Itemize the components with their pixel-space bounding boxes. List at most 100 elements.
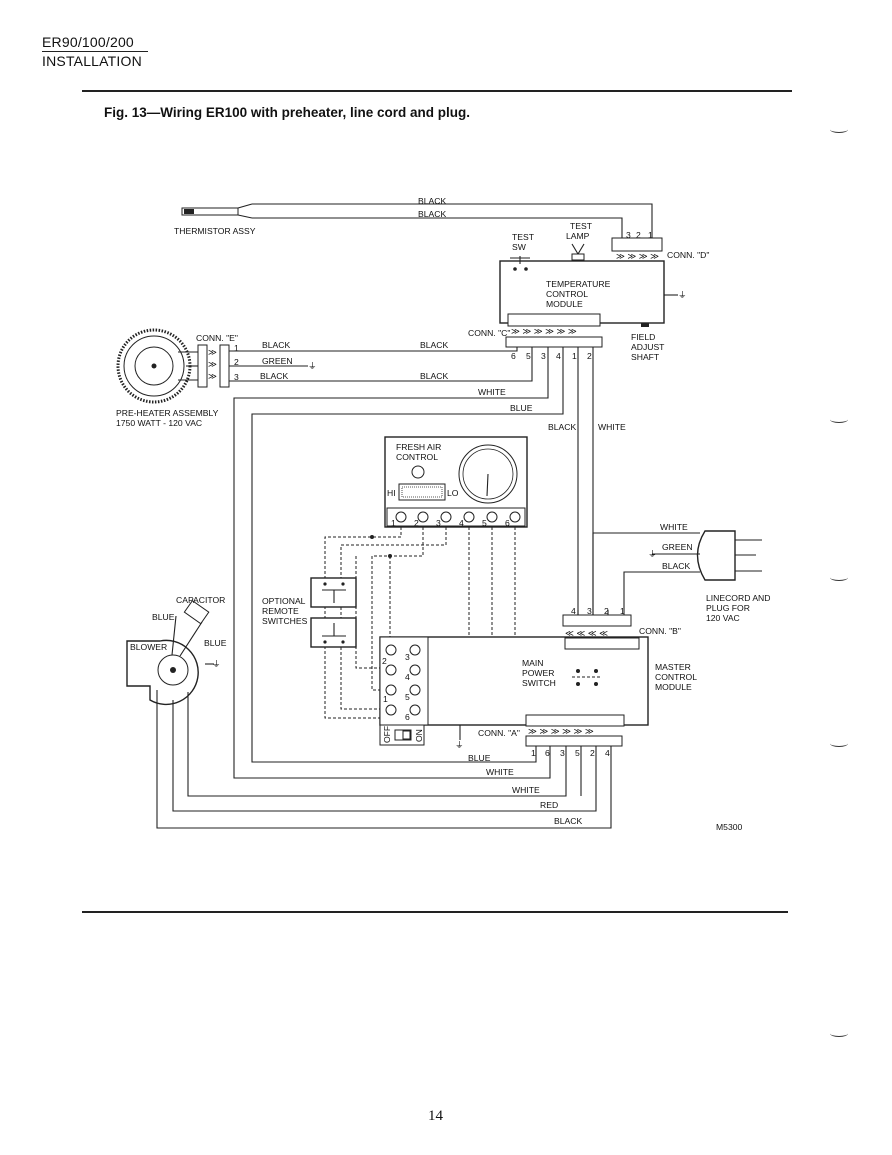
figure-caption: Fig. 13—Wiring ER100 with preheater, lin… <box>104 105 470 120</box>
conn-a-label: CONN. "A" <box>478 728 520 738</box>
conn-d-pin: 3 <box>626 230 631 240</box>
fresh-air-pin: 2 <box>414 518 419 528</box>
wire-label-blue: BLUE <box>468 753 491 763</box>
preheater-label: 1750 WATT - 120 VAC <box>116 418 202 428</box>
conn-c-pin: 5 <box>526 351 531 361</box>
preheater-assembly: PRE-HEATER ASSEMBLY 1750 WATT - 120 VAC … <box>116 328 239 428</box>
fresh-air-label: FRESH AIR <box>396 442 441 452</box>
ground-symbol: ⏚ <box>212 659 221 669</box>
header-divider <box>42 51 148 52</box>
wire-label-black: BLACK <box>260 371 288 381</box>
conn-c-pin: 3 <box>541 351 546 361</box>
fresh-air-pin: 6 <box>505 518 510 528</box>
wire-label-white: WHITE <box>478 387 506 397</box>
conn-e-pin: 2 <box>234 357 239 367</box>
optional-label: OPTIONAL <box>262 596 306 606</box>
master-term-pin: 1 <box>383 694 388 704</box>
test-switch-contact <box>524 267 528 271</box>
main-power-label: MAIN <box>522 658 543 668</box>
conn-d-pin: 2 <box>636 230 641 240</box>
conn-c-pin: 1 <box>572 351 577 361</box>
wire-label-white: WHITE <box>486 767 514 777</box>
conn-b-chevrons: ≪ ≪ ≪ ≪ <box>565 628 608 638</box>
wire-label-blue: BLUE <box>152 612 175 622</box>
top-rule <box>82 90 792 92</box>
field-adjust-label: SHAFT <box>631 352 660 362</box>
linecord-label: PLUG FOR <box>706 603 750 613</box>
wire-label-black: BLACK <box>420 371 448 381</box>
lo-label: LO <box>447 488 459 498</box>
wire-label-blue: BLUE <box>510 403 533 413</box>
field-adjust-label: ADJUST <box>631 342 665 352</box>
header-section: INSTALLATION <box>42 53 142 69</box>
fresh-air-pin: 1 <box>391 518 396 528</box>
conn-e-chevron: ≫ <box>208 347 217 357</box>
wire-label-black: BLACK <box>418 196 446 206</box>
fresh-air-control: FRESH AIR CONTROL HI LO 1 2 3 4 5 6 <box>384 436 528 528</box>
wire-label-blue: BLUE <box>204 638 227 648</box>
wire-label-black: BLACK <box>262 340 290 350</box>
conn-b-pin: 4 <box>571 606 576 616</box>
wire-label-black: BLACK <box>554 816 582 826</box>
page-number: 14 <box>428 1108 443 1124</box>
conn-e-pin: 3 <box>234 372 239 382</box>
conn-d-pin: 1 <box>648 230 653 240</box>
conn-b-pin: 3 <box>587 606 592 616</box>
conn-e-chevron: ≫ <box>208 359 217 369</box>
conn-c-pin: 4 <box>556 351 561 361</box>
ground-symbol: ⏚ <box>455 740 464 750</box>
master-term-pin: 6 <box>405 712 410 722</box>
margin-mark <box>830 1030 848 1037</box>
master-label: MASTER <box>655 662 691 672</box>
optional-label: SWITCHES <box>262 616 308 626</box>
conn-a-chevrons: ≫ ≫ ≫ ≫ ≫ ≫ <box>528 726 594 736</box>
temperature-control-module: 3 2 1 ≫ ≫ ≫ ≫ CONN. "D" TEMPERATURE CONT… <box>468 230 709 362</box>
margin-mark <box>830 416 848 423</box>
margin-mark <box>830 740 848 747</box>
conn-c-pin: 2 <box>587 351 592 361</box>
blower: BLOWER CAPACITOR BLUE BLUE ⏚ <box>126 595 227 706</box>
test-lamp <box>571 253 585 261</box>
fresh-air-pin: 3 <box>436 518 441 528</box>
test-sw-label: TEST <box>512 232 535 242</box>
conn-e-chevron: ≫ <box>208 371 217 381</box>
ground-symbol: ⏚ <box>648 549 657 559</box>
field-adjust-label: FIELD <box>631 332 655 342</box>
ground-symbol: ⏚ <box>678 290 687 300</box>
temp-module-label: CONTROL <box>546 289 588 299</box>
conn-b-label: CONN. "B" <box>639 626 681 636</box>
conn-a-pin: 1 <box>531 748 536 758</box>
master-term-pin: 3 <box>405 652 410 662</box>
conn-a-pin: 5 <box>575 748 580 758</box>
thermistor-assembly: THERMISTOR ASSY <box>174 203 256 236</box>
wire-label-white: WHITE <box>598 422 626 432</box>
conn-e-pin: 1 <box>234 343 239 353</box>
master-term-pin: 5 <box>405 692 410 702</box>
master-control-module: 4 3 2 1 ≪ ≪ ≪ ≪ CONN. "B" 2 3 4 1 5 6 OF… <box>379 606 697 758</box>
wire-label-black: BLACK <box>662 561 690 571</box>
field-adjust-shaft <box>641 323 649 327</box>
wire-label-red: RED <box>540 800 558 810</box>
optional-label: REMOTE <box>262 606 299 616</box>
test-sw-label: SW <box>512 242 527 252</box>
blower-label: BLOWER <box>130 642 167 652</box>
conn-a-pin: 4 <box>605 748 610 758</box>
conn-e-label: CONN. "E" <box>196 333 238 343</box>
wire-label-black: BLACK <box>548 422 576 432</box>
optional-remote-switches: OPTIONAL REMOTE SWITCHES <box>262 577 357 648</box>
conn-b-pin: 2 <box>604 606 609 616</box>
hi-label: HI <box>387 488 396 498</box>
ground-symbol: ⏚ <box>308 361 317 371</box>
margin-mark <box>830 574 848 581</box>
wire-label-green: GREEN <box>662 542 693 552</box>
wire-label-white: WHITE <box>660 522 688 532</box>
fresh-air-pin: 5 <box>482 518 487 528</box>
master-label: CONTROL <box>655 672 697 682</box>
master-term-pin: 4 <box>405 672 410 682</box>
linecord-label: 120 VAC <box>706 613 740 623</box>
conn-a-pin: 3 <box>560 748 565 758</box>
conn-b-pin: 1 <box>620 606 625 616</box>
test-switch-contact <box>513 267 517 271</box>
temp-module-label: MODULE <box>546 299 583 309</box>
